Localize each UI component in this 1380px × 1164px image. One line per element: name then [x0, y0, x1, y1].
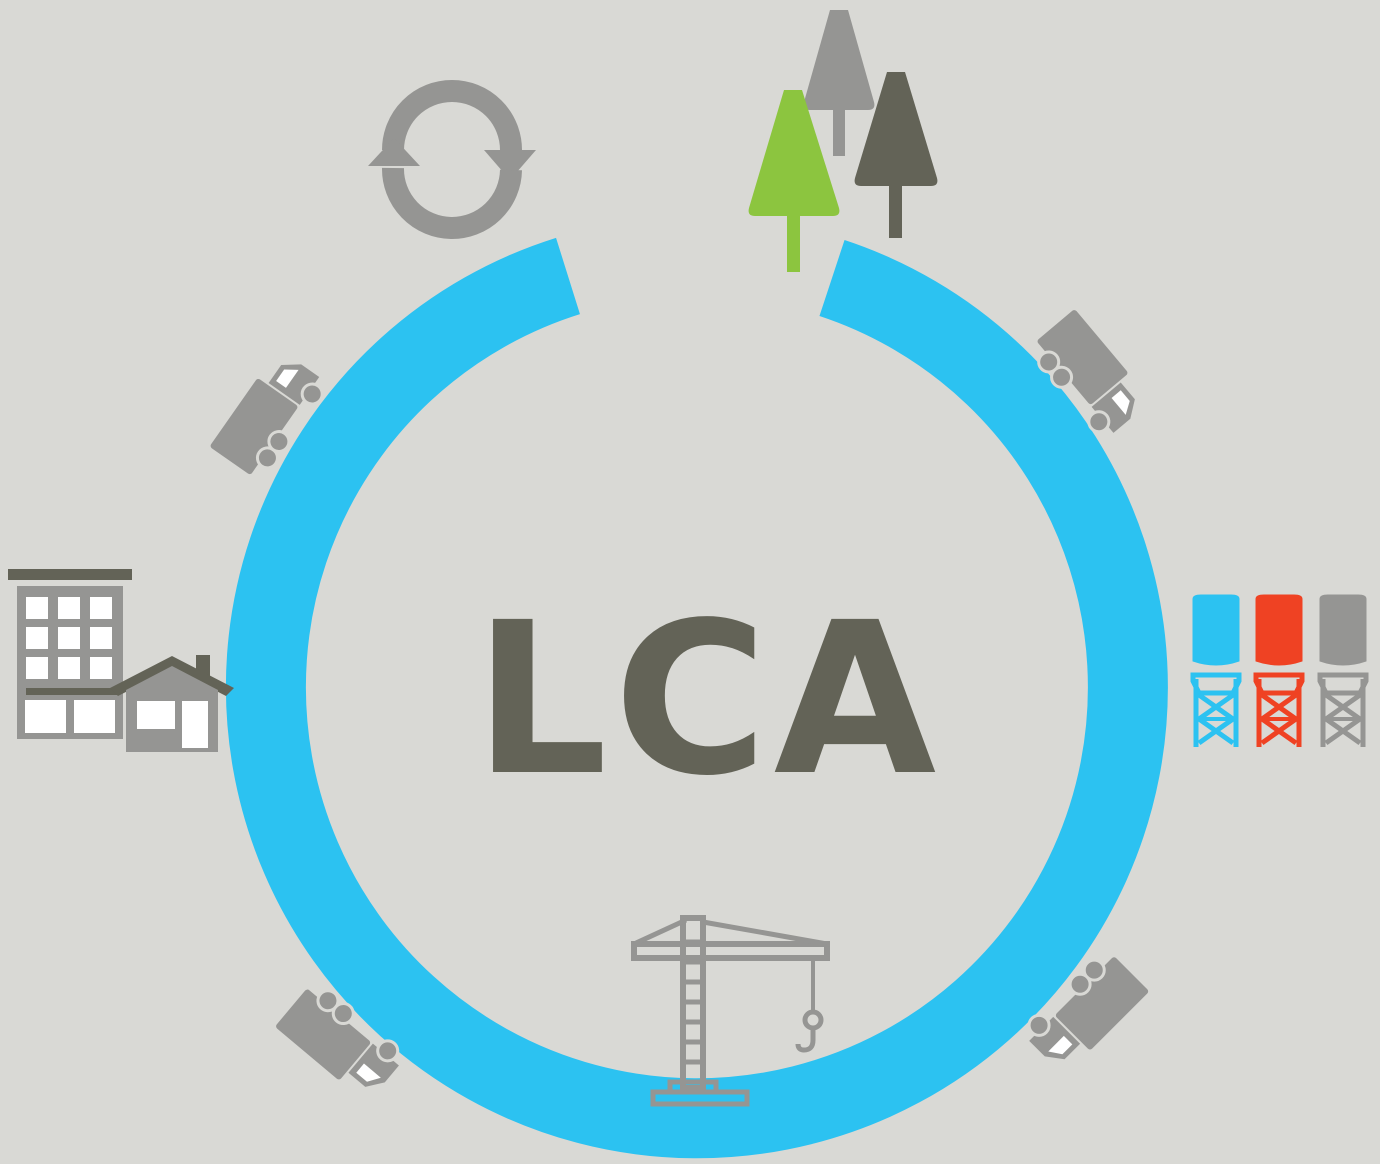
- building-icon: [8, 569, 234, 752]
- tree-green-icon: [748, 90, 840, 272]
- tree-dark-icon: [854, 72, 938, 238]
- tree-gray-icon: [803, 10, 875, 156]
- crane-icon: [631, 915, 830, 1107]
- lifecycle-ring: [225, 237, 1168, 1159]
- tree-icon: [748, 10, 938, 272]
- recycle-icon: [368, 80, 536, 239]
- center-label: LCA: [474, 577, 942, 822]
